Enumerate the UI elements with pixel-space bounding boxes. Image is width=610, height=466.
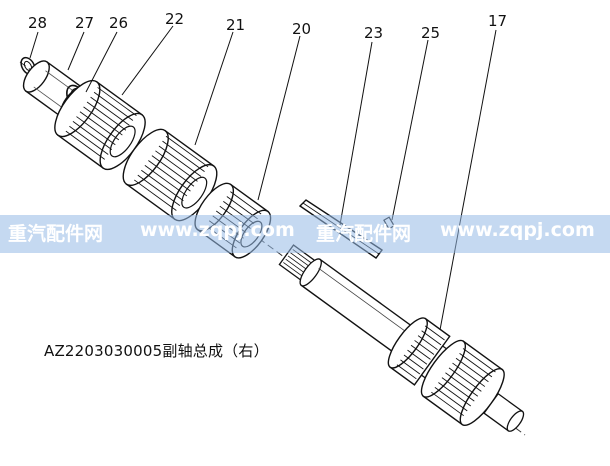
leader-26: [85, 31, 118, 93]
watermark-url-1: www.zqpj.com: [140, 219, 295, 241]
callout-20: 20: [292, 20, 311, 38]
part-21-gear: [122, 128, 218, 222]
watermark-band: [0, 215, 610, 253]
watermark-site-name-1: 重汽配件网: [8, 223, 104, 245]
callout-28: 28: [28, 14, 47, 32]
callout-21: 21: [226, 16, 245, 34]
part-17-countershaft: [278, 244, 525, 432]
leader-21: [194, 31, 234, 146]
callout-25: 25: [421, 24, 440, 42]
callout-27: 27: [75, 14, 94, 32]
leader-25: [391, 39, 429, 221]
leader-22: [121, 25, 174, 96]
leader-28: [29, 31, 39, 59]
callout-22: 22: [165, 10, 184, 28]
watermark-url-2: www.zqpj.com: [440, 219, 595, 241]
leader-20: [257, 35, 301, 201]
watermark-site-name-2: 重汽配件网: [316, 223, 412, 245]
leader-lines: [29, 25, 497, 331]
assembly-caption: AZ2203030005副轴总成（右）: [44, 342, 269, 360]
callout-17: 17: [488, 12, 507, 30]
leader-27: [67, 31, 85, 71]
leader-17: [439, 29, 497, 331]
leader-23: [339, 41, 373, 226]
callout-26: 26: [109, 14, 128, 32]
callout-23: 23: [364, 24, 383, 42]
